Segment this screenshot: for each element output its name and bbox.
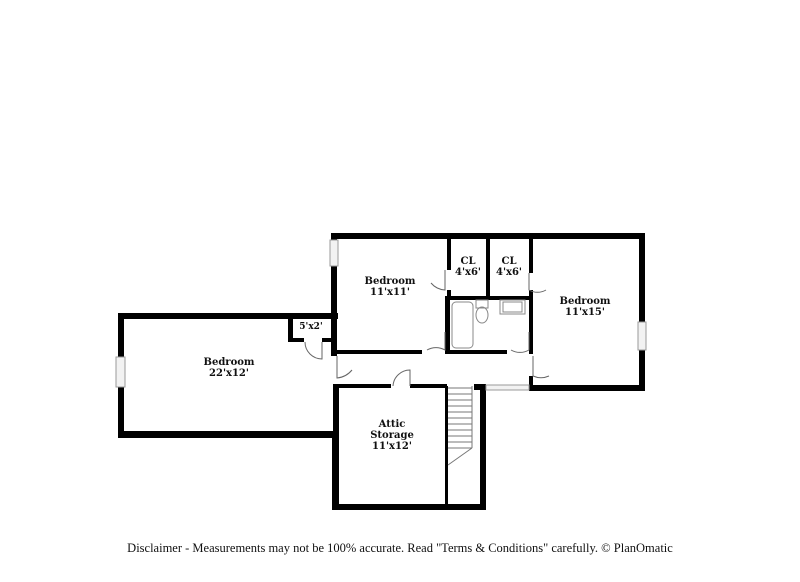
room-label-closet-1: CL 4'x6' <box>455 256 481 278</box>
room-name: CL <box>501 256 517 267</box>
room-name: Bedroom <box>364 276 416 287</box>
room-name: Attic <box>378 419 406 430</box>
room-label-bedroom-north: Bedroom 11'x11' <box>365 276 416 298</box>
room-name: Bedroom <box>559 296 611 307</box>
room-name: CL <box>460 256 476 267</box>
room-size: 11'x15' <box>565 307 605 318</box>
door-swings <box>304 270 550 387</box>
disclaimer-text: Disclaimer - Measurements may not be 100… <box>127 541 673 555</box>
room-label-bedroom-east: Bedroom 11'x15' <box>560 296 611 318</box>
room-size: 11'x12' <box>372 441 412 452</box>
room-label-closet-2: CL 4'x6' <box>496 256 522 278</box>
stairs <box>447 386 473 466</box>
windows <box>115 239 647 391</box>
room-size: 5'x2' <box>299 322 323 332</box>
room-size: 22'x12' <box>209 368 249 379</box>
room-size: 4'x6' <box>454 267 482 278</box>
room-label-bedroom-west: Bedroom 22'x12' <box>204 357 255 379</box>
bath-fixtures <box>451 299 526 349</box>
room-size: 11'x11' <box>370 287 410 298</box>
room-label-attic: Attic Storage 11'x12' <box>370 419 414 452</box>
room-name-line2: Storage <box>370 430 414 441</box>
walls <box>118 233 645 510</box>
room-name: Bedroom <box>203 357 255 368</box>
room-label-closet-west: 5'x2' <box>299 322 322 333</box>
room-size: 4'x6' <box>495 267 523 278</box>
